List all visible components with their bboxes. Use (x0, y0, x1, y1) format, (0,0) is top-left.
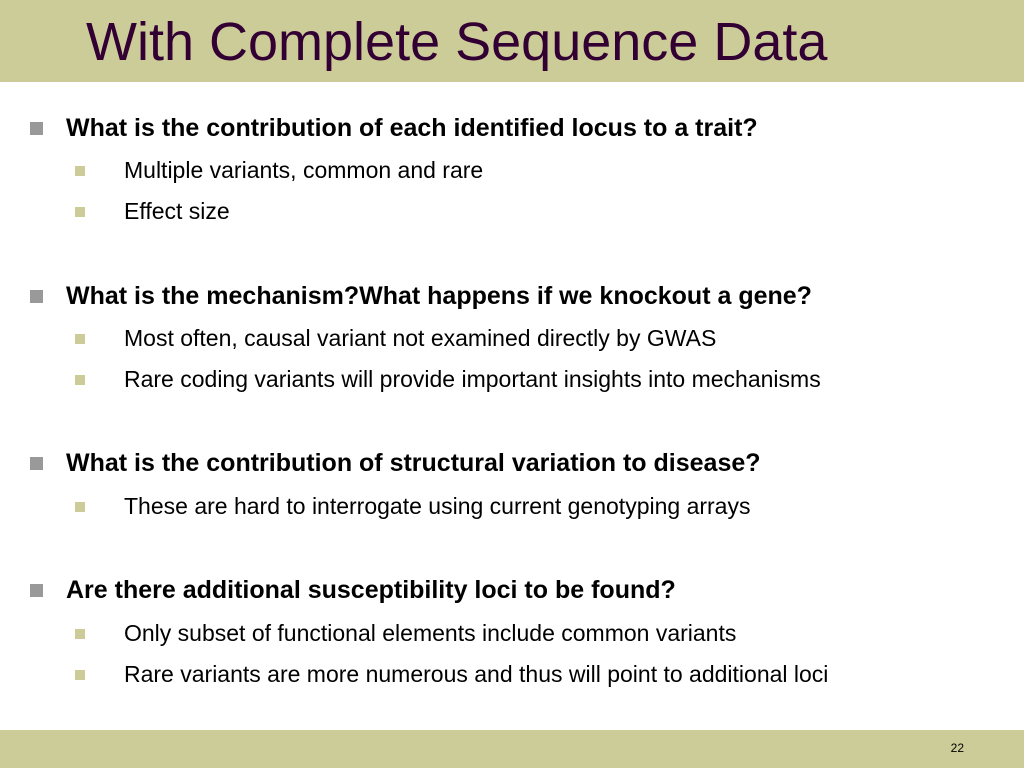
title-bar: With Complete Sequence Data (0, 0, 1024, 82)
sub-bullet-item: These are hard to interrogate using curr… (124, 493, 751, 519)
square-bullet-icon (30, 584, 43, 597)
sub-bullet-item: Rare coding variants will provide import… (124, 366, 821, 392)
sub-bullet-item: Only subset of functional elements inclu… (124, 620, 737, 646)
sub-bullet-item: Multiple variants, common and rare (124, 157, 484, 183)
footer-bar: 22 (0, 730, 1024, 768)
square-bullet-icon (75, 502, 85, 512)
sub-bullet-item: Rare variants are more numerous and thus… (124, 661, 829, 687)
bullet-item: What is the contribution of structural v… (66, 449, 761, 477)
page-number: 22 (950, 741, 964, 755)
square-bullet-icon (75, 166, 85, 176)
slide-title: With Complete Sequence Data (86, 12, 828, 72)
square-bullet-icon (30, 122, 43, 135)
bullet-item: What is the mechanism?What happens if we… (66, 282, 812, 310)
square-bullet-icon (75, 207, 85, 217)
square-bullet-icon (75, 334, 85, 344)
square-bullet-icon (75, 375, 85, 385)
bullet-item: Are there additional susceptibility loci… (66, 576, 676, 604)
square-bullet-icon (30, 457, 43, 470)
bullet-item: What is the contribution of each identif… (66, 114, 758, 142)
square-bullet-icon (30, 290, 43, 303)
square-bullet-icon (75, 670, 85, 680)
sub-bullet-item: Effect size (124, 198, 230, 224)
sub-bullet-item: Most often, causal variant not examined … (124, 325, 717, 351)
slide-content: What is the contribution of each identif… (30, 114, 829, 687)
square-bullet-icon (75, 629, 85, 639)
